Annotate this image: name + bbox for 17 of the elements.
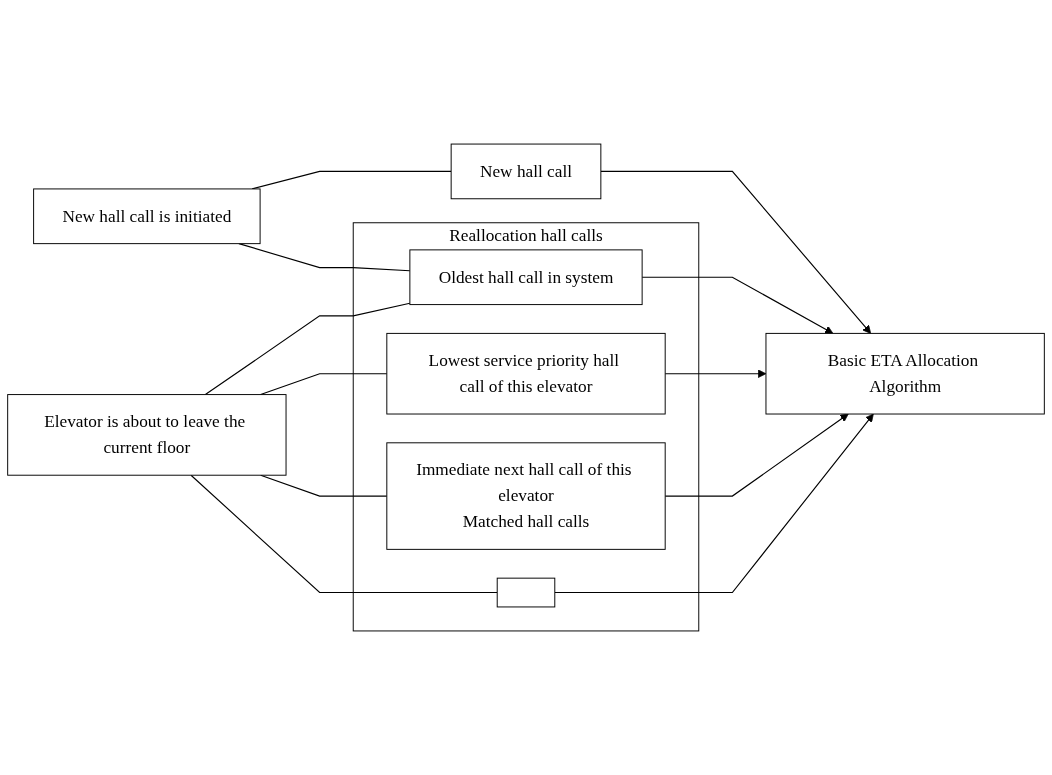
node-box: Elevator is about to leave the current floor [7,394,287,476]
arrow [600,170,872,334]
connector [260,373,388,396]
arrow [641,276,834,334]
connector [238,243,411,272]
arrow [664,369,767,378]
arrow [554,413,874,594]
node-box: Lowest service priority hall call of this elevator [386,332,666,415]
node-box: Oldest hall call in system [409,249,643,306]
node-box [496,577,556,608]
connector [204,302,411,396]
arrow [664,413,849,497]
node-box: New hall call is initiated [33,188,261,245]
node-box: Basic ETA Allocation Algorithm [765,332,1045,415]
connector [190,474,498,594]
node-box: Immediate next hall call of this elevator Matched hall calls [386,442,666,550]
node-box: New hall call [450,143,602,200]
